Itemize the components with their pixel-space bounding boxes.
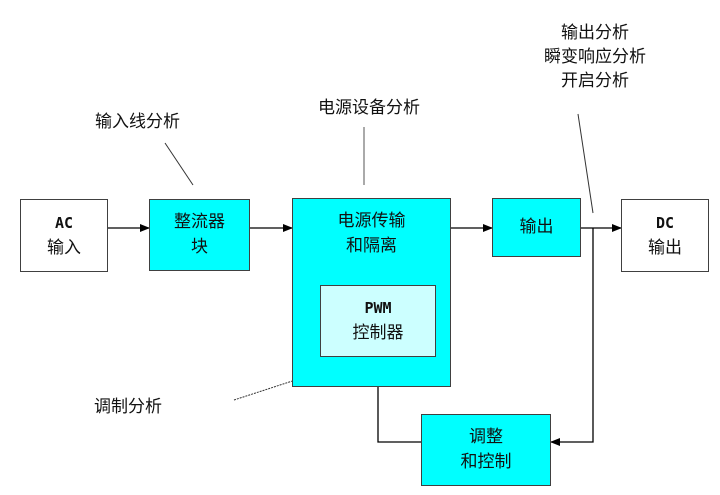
pwm-controller-line1: PWM [364,299,392,317]
power-transfer-line2: 和隔离 [346,236,397,256]
pwm-controller-line2: 控制器 [352,323,404,343]
output-block: 输出 [492,198,581,257]
regulation-line1: 调整 [469,427,503,447]
feedback-line-to-regulation [550,228,594,446]
regulation-control-block: 调整 和控制 [421,414,551,486]
output-line1: 输出 [519,217,554,237]
pwm-controller-block: PWM 控制器 [320,285,436,357]
rectifier-line2: 块 [191,237,208,257]
dc-output-line1: DC [655,213,675,232]
ac-input-line1: AC [54,213,74,232]
modulation-analysis-label: 调制分析 [94,397,162,417]
power-transfer-line1: 电源传输 [337,211,406,231]
dc-output-line2: 输出 [648,237,682,258]
rectifier-block: 整流器 块 [149,199,250,271]
input-line-analysis-label: 输入线分析 [95,112,180,132]
power-device-analysis-label: 电源设备分析 [318,98,420,118]
ac-input-block: AC 输入 [20,199,108,272]
ac-input-line2: 输入 [47,237,81,258]
output-analysis-line1: 输出分析 [561,23,629,43]
pointer-output-analysis [577,113,594,214]
power-transfer-title: 电源传输 和隔离 [293,209,450,259]
rectifier-line1: 整流器 [174,212,225,232]
transient-response-analysis-line: 瞬变响应分析 [544,47,646,67]
pointer-input-line-analysis [164,142,194,186]
output-analysis-label: 输出分析 瞬变响应分析 开启分析 [520,21,670,93]
dc-output-block: DC 输出 [621,199,709,272]
regulation-line2: 和控制 [460,452,512,472]
startup-analysis-line: 开启分析 [561,71,629,91]
